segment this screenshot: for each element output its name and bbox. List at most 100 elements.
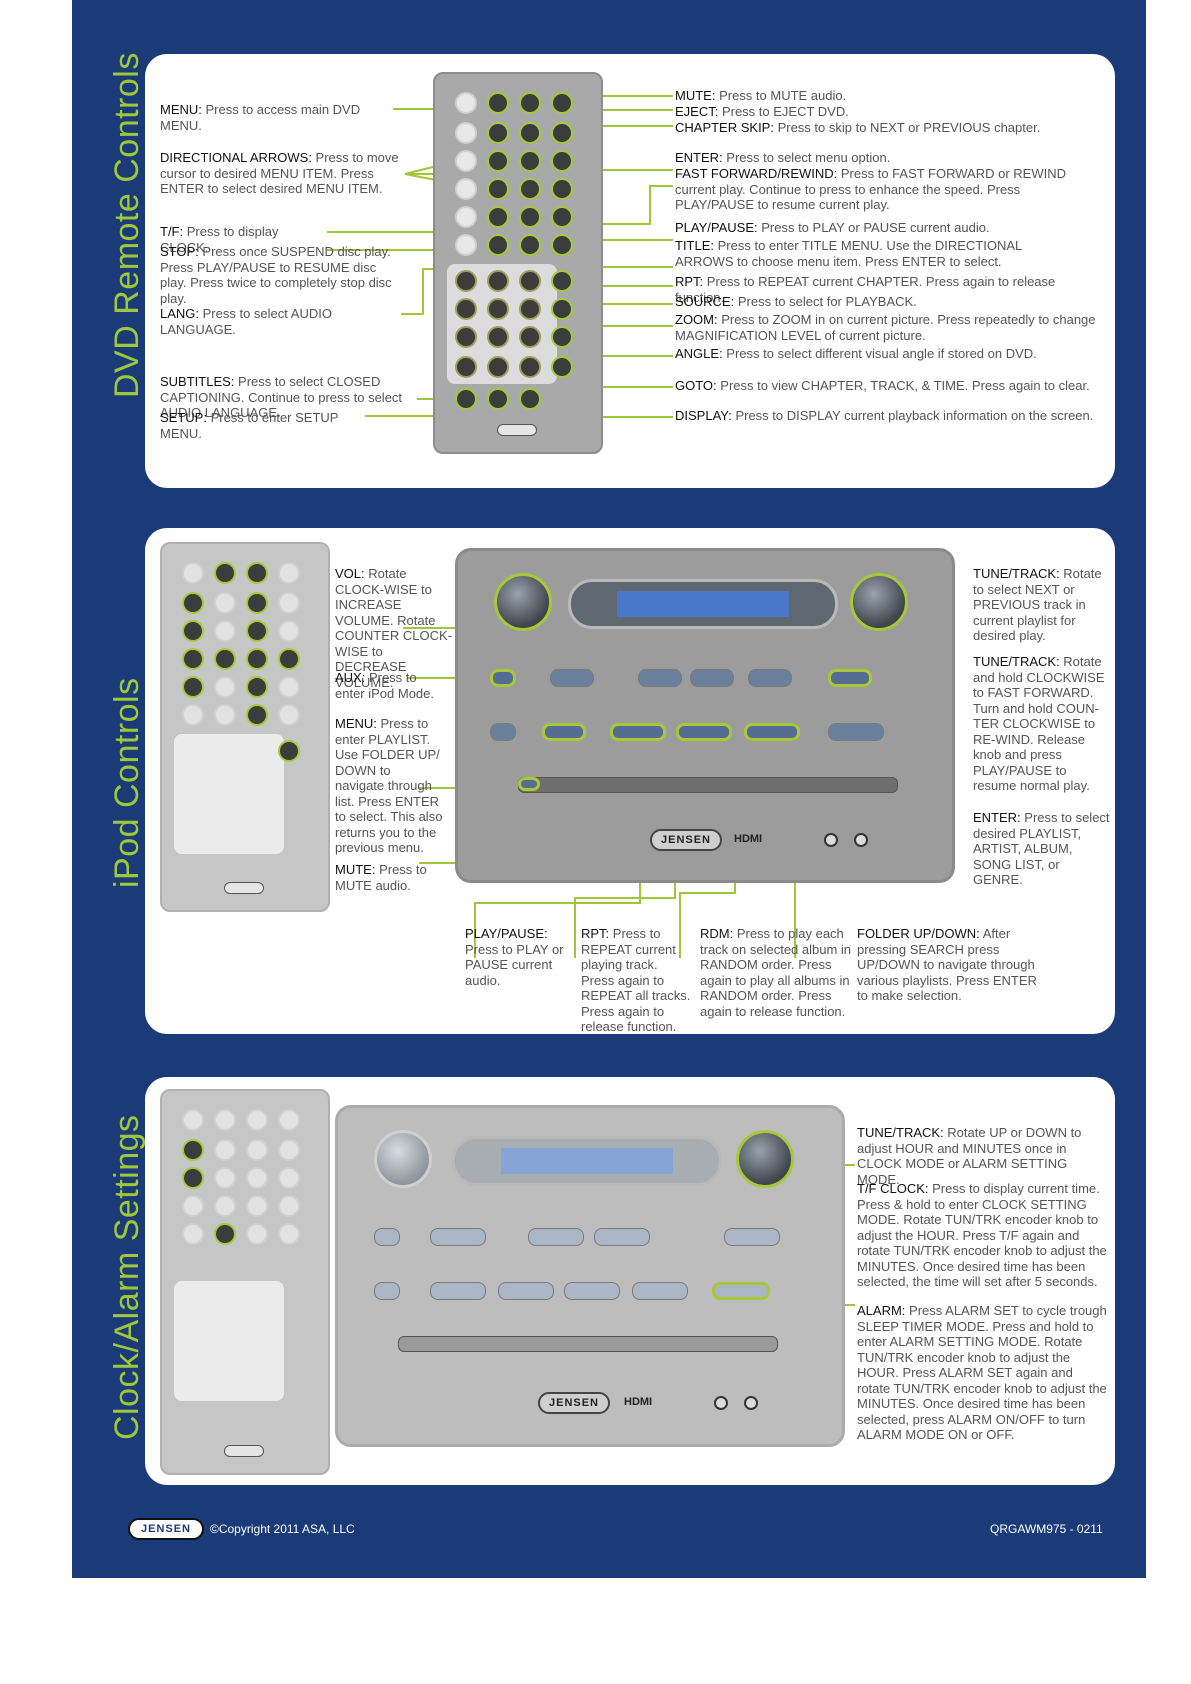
remote-logo (224, 882, 264, 894)
dvd-eject-label: EJECT: Press to EJECT DVD. (675, 104, 849, 119)
ipod-folder-label: FOLDER UP/DOWN: After pressing SEARCH pr… (857, 926, 1037, 1003)
preset-button-icon (498, 1282, 554, 1300)
numeric-keypad (174, 734, 284, 854)
menu-button-icon (518, 777, 540, 791)
key-icon (214, 592, 236, 614)
stop-key-icon (519, 206, 541, 228)
brand-logo: JENSEN (538, 1392, 610, 1414)
power-button-icon (182, 1109, 204, 1131)
ipod-play-label: PLAY/PAUSE: Press to PLAY or PAUSE curre… (465, 926, 564, 988)
number-key-icon (519, 270, 541, 292)
mode-button-icon (374, 1282, 400, 1300)
ipod-vol-label: VOL: Rotate CLOCK-WISE to INCREASE VOLUM… (335, 566, 453, 690)
arrow-right-icon (278, 1167, 300, 1189)
preset-button-icon (594, 1228, 650, 1246)
ipod-controls-panel: JENSEN HDMI VOL: Rotate CLOCK-WISE to IN… (145, 528, 1115, 1034)
remote-logo (497, 424, 537, 436)
subtitle-key-icon (455, 388, 477, 410)
ipod-tune-hold-label: TUNE/TRACK: Rotate and hold CLOCKWISE to… (973, 654, 1105, 793)
angle-key-icon (551, 326, 573, 348)
number-key-icon (455, 298, 477, 320)
mode-button-icon (490, 723, 516, 741)
arrow-right-icon (278, 620, 300, 642)
lcd-display (452, 1136, 722, 1186)
arrow-up-icon (246, 1139, 268, 1161)
number-key-icon (455, 326, 477, 348)
preset-button-icon (638, 669, 682, 687)
tf-key-icon (487, 206, 509, 228)
preset-button-icon (430, 1282, 486, 1300)
arrow-down-icon (246, 1195, 268, 1217)
clock-alarm-panel: JENSEN HDMI TUNE/TRACK: Rotate UP or DOW… (145, 1077, 1115, 1485)
dvd-zoom-label: ZOOM: Press to ZOOM in on current pictur… (675, 312, 1096, 343)
clock-head-unit-image: JENSEN HDMI (335, 1105, 845, 1447)
arrow-left-icon (487, 150, 509, 172)
key-icon (182, 648, 204, 670)
rdm-button-icon (676, 723, 732, 741)
volume-knob-icon (494, 573, 552, 631)
goto-key-icon (551, 356, 573, 378)
clock-tune-label: TUNE/TRACK: Rotate UP or DOWN to adjust … (857, 1125, 1082, 1187)
key-icon (278, 1223, 300, 1245)
dvd-enter-label: ENTER: Press to select menu option. (675, 150, 891, 165)
preset-button-icon (748, 669, 792, 687)
key-icon (214, 1139, 236, 1161)
aux-jack-icon (714, 1396, 728, 1410)
arrow-down-icon (519, 178, 541, 200)
rewind-icon (214, 1195, 236, 1217)
menu-key-icon (487, 92, 509, 114)
preset-button-icon (632, 1282, 688, 1300)
enter-key-icon (519, 150, 541, 172)
key-icon (455, 150, 477, 172)
tf-key-icon (214, 1223, 236, 1245)
dvd-display-label: DISPLAY: Press to DISPLAY current playba… (675, 408, 1094, 423)
key-icon (278, 676, 300, 698)
number-key-icon (519, 356, 541, 378)
mute-key-icon (246, 562, 268, 584)
rewind-icon (487, 178, 509, 200)
key-icon (214, 676, 236, 698)
dvd-rpt-label: RPT: Press to REPEAT current CHAPTER. Pr… (675, 274, 1056, 305)
footer-brand-logo: JENSEN (128, 1518, 204, 1540)
headphone-jack-icon (854, 833, 868, 847)
play-pause-icon (551, 206, 573, 228)
clock-remote-image (160, 1089, 330, 1475)
dvd-subtitles-label: SUBTITLES: Press to select CLOSED CAPTIO… (160, 374, 403, 420)
dvd-play-label: PLAY/PAUSE: Press to PLAY or PAUSE curre… (675, 220, 990, 235)
clock-tf-label: T/F CLOCK: Press to display current time… (857, 1181, 1107, 1289)
key-icon (182, 704, 204, 726)
preset-button-icon (690, 669, 734, 687)
ipod-enter-label: ENTER: Press to select desired PLAYLIST,… (973, 810, 1110, 887)
dvd-chapter-skip-label: CHAPTER SKIP: Press to skip to NEXT or P… (675, 120, 1041, 135)
dvd-angle-label: ANGLE: Press to select different visual … (675, 346, 1037, 361)
lcd-display (568, 579, 838, 629)
arrow-up-icon (519, 122, 541, 144)
number-key-icon (487, 298, 509, 320)
key-icon (182, 1195, 204, 1217)
key-icon (246, 1109, 268, 1131)
ipod-section-title: iPod Controls (108, 677, 146, 888)
key-icon (182, 620, 204, 642)
brand-logo: JENSEN (650, 829, 722, 851)
key-icon (455, 234, 477, 256)
rpt-key-icon (551, 234, 573, 256)
dvd-arrows-label: DIRECTIONAL ARROWS: Press to move cursor… (160, 150, 399, 196)
remote-logo (224, 1445, 264, 1457)
preset-button-icon (550, 669, 594, 687)
fast-forward-icon (551, 178, 573, 200)
ipod-menu-label: MENU: Press to enter PLAYLIST. Use FOLDE… (335, 716, 443, 855)
mute-key-icon (519, 92, 541, 114)
ipod-rdm-label: RDM: Press to play each track on selecte… (700, 926, 852, 1019)
play-pause-icon (246, 676, 268, 698)
ipod-tune-rotate-label: TUNE/TRACK: Rotate to select NEXT or PRE… (973, 566, 1102, 643)
lang-key-icon (487, 234, 509, 256)
rewind-icon (214, 648, 236, 670)
preset-button-icon (564, 1282, 620, 1300)
number-key-icon (519, 326, 541, 348)
ipod-remote-image (160, 542, 330, 912)
disc-slot (398, 1336, 778, 1352)
power-button-icon (455, 92, 477, 114)
preset-button-icon (528, 1228, 584, 1246)
footer-document-code: QRGAWM975 - 0211 (990, 1522, 1103, 1536)
key-icon (455, 122, 477, 144)
